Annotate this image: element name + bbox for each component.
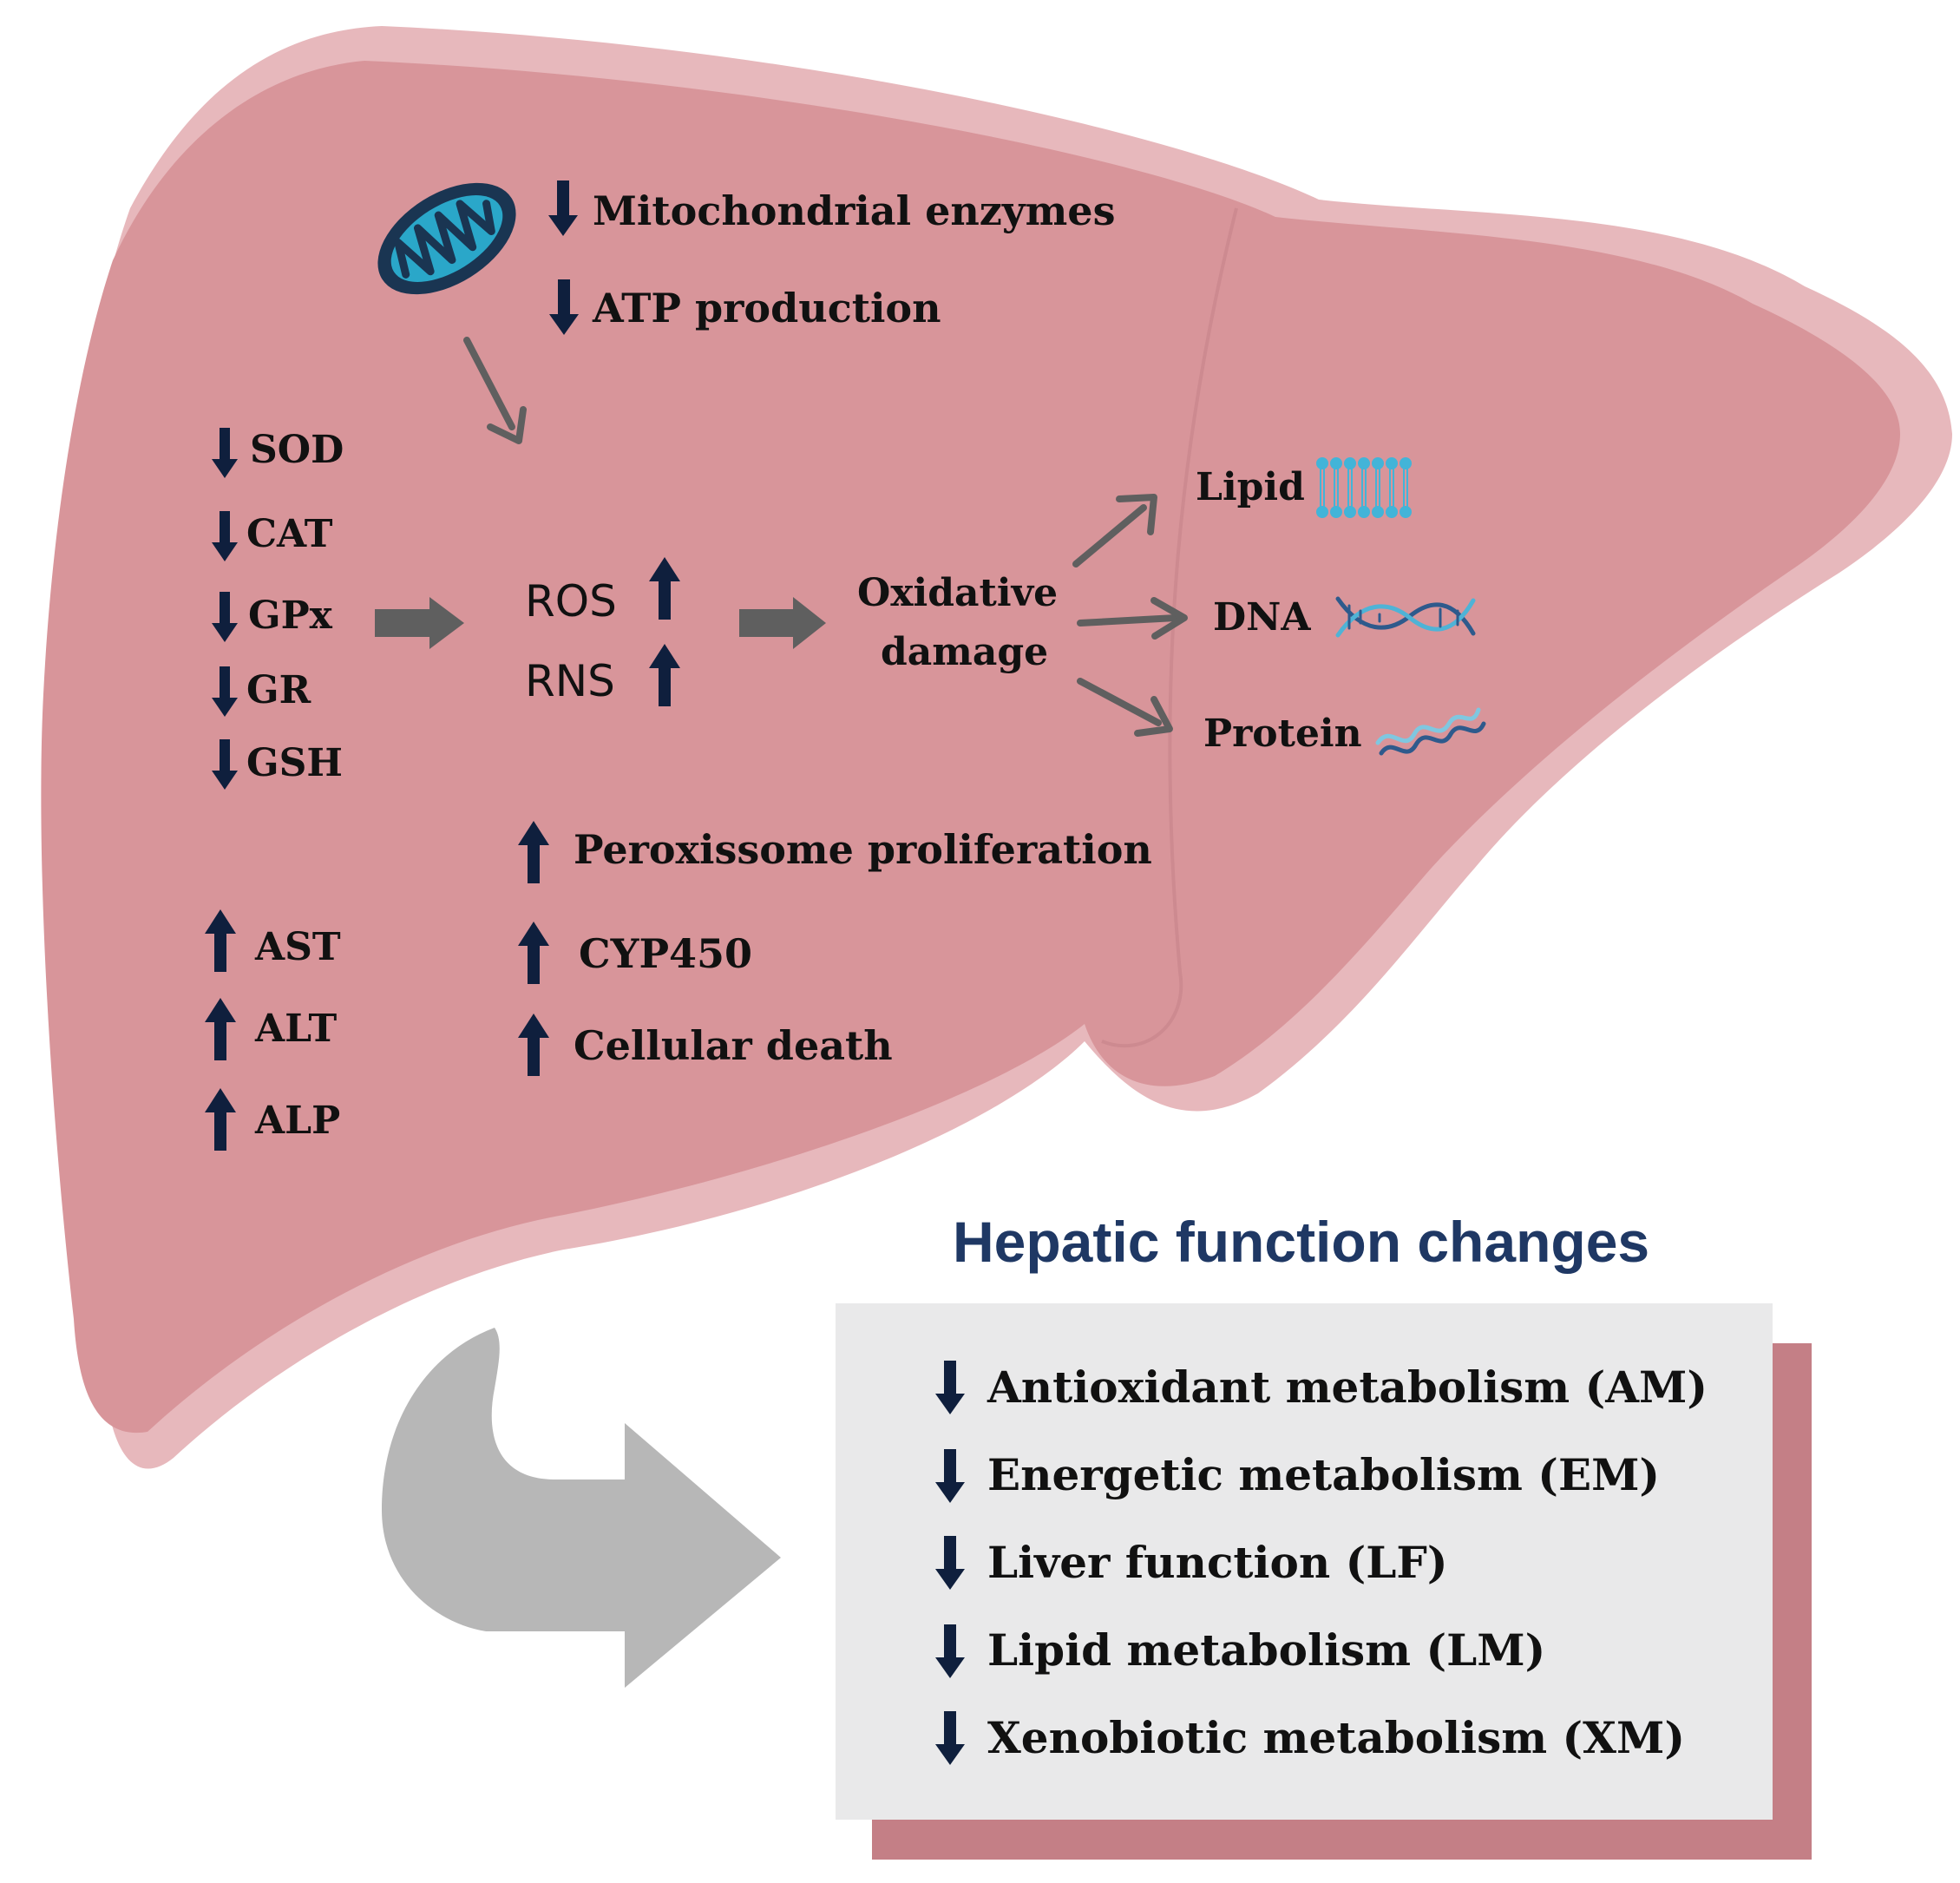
lipid-bilayer-icon (1316, 457, 1412, 518)
dna-helix-icon (1335, 596, 1476, 638)
lobe-division (1101, 207, 1238, 1048)
down-arrow-icon (935, 1711, 965, 1765)
function-box (836, 1303, 1773, 1820)
up-arrow-icon (518, 821, 549, 883)
marker-alt-label: ALT (255, 1007, 338, 1051)
atp-production-label: ATP production (593, 285, 941, 331)
oxidative-label: Oxidative (857, 571, 1059, 615)
mitochondrial-enzymes-label: Mitochondrial enzymes (593, 187, 1116, 234)
peroxisome-proliferation-label: Peroxissome proliferation (574, 826, 1152, 873)
to-dna-arrow (1077, 597, 1188, 640)
down-arrow-icon (212, 428, 238, 478)
mito-to-ros-arrow (463, 337, 527, 444)
up-arrow-icon (649, 644, 680, 706)
box-item-xenobiotic: Xenobiotic metabolism (XM) (987, 1712, 1685, 1763)
to-lipid-arrow (1072, 494, 1157, 568)
down-arrow-icon (935, 1624, 965, 1678)
down-arrow-icon (935, 1536, 965, 1590)
enzyme-sod-label: SOD (250, 428, 344, 472)
box-item-lipid-metabolism: Lipid metabolism (LM) (987, 1624, 1546, 1676)
up-arrow-icon (205, 1088, 236, 1151)
enzyme-gr-label: GR (246, 668, 311, 712)
cyp450-label: CYP450 (579, 930, 753, 977)
to-protein-arrow (1077, 678, 1173, 737)
box-item-antioxidant: Antioxidant metabolism (AM) (987, 1361, 1708, 1413)
cellular-death-label: Cellular death (574, 1022, 893, 1069)
up-arrow-icon (205, 909, 236, 972)
down-arrow-icon (548, 180, 578, 236)
down-arrow-icon (212, 666, 238, 717)
down-arrow-icon (212, 739, 238, 790)
damage-label: damage (881, 630, 1049, 674)
marker-alp-label: ALP (255, 1099, 341, 1143)
down-arrow-icon (549, 279, 579, 335)
down-arrow-icon (212, 511, 238, 561)
box-title: Hepatic function changes (953, 1210, 1650, 1274)
enzymes-to-ros-arrow (375, 597, 464, 649)
ros-label: ROS (525, 576, 617, 627)
dna-label: DNA (1213, 595, 1311, 640)
lipid-label: Lipid (1196, 465, 1305, 509)
up-arrow-icon (518, 922, 549, 984)
up-arrow-icon (205, 998, 236, 1060)
protein-chain-icon (1375, 707, 1486, 756)
enzyme-gpx-label: GPx (248, 594, 332, 638)
liver-body (41, 61, 1901, 1434)
down-arrow-icon (935, 1449, 965, 1503)
down-arrow-icon (212, 592, 238, 642)
ros-to-damage-arrow (739, 597, 826, 649)
up-arrow-icon (518, 1014, 549, 1076)
enzyme-cat-label: CAT (246, 512, 333, 556)
marker-ast-label: AST (255, 925, 341, 969)
mitochondrion-icon (377, 182, 516, 295)
rns-label: RNS (525, 656, 615, 706)
enzyme-gsh-label: GSH (246, 741, 343, 785)
down-arrow-icon (935, 1361, 965, 1414)
protein-label: Protein (1203, 712, 1362, 756)
big-curved-arrow (382, 1328, 781, 1688)
box-item-liver-function: Liver function (LF) (987, 1537, 1448, 1588)
up-arrow-icon (649, 557, 680, 620)
box-item-energetic: Energetic metabolism (EM) (987, 1449, 1661, 1500)
